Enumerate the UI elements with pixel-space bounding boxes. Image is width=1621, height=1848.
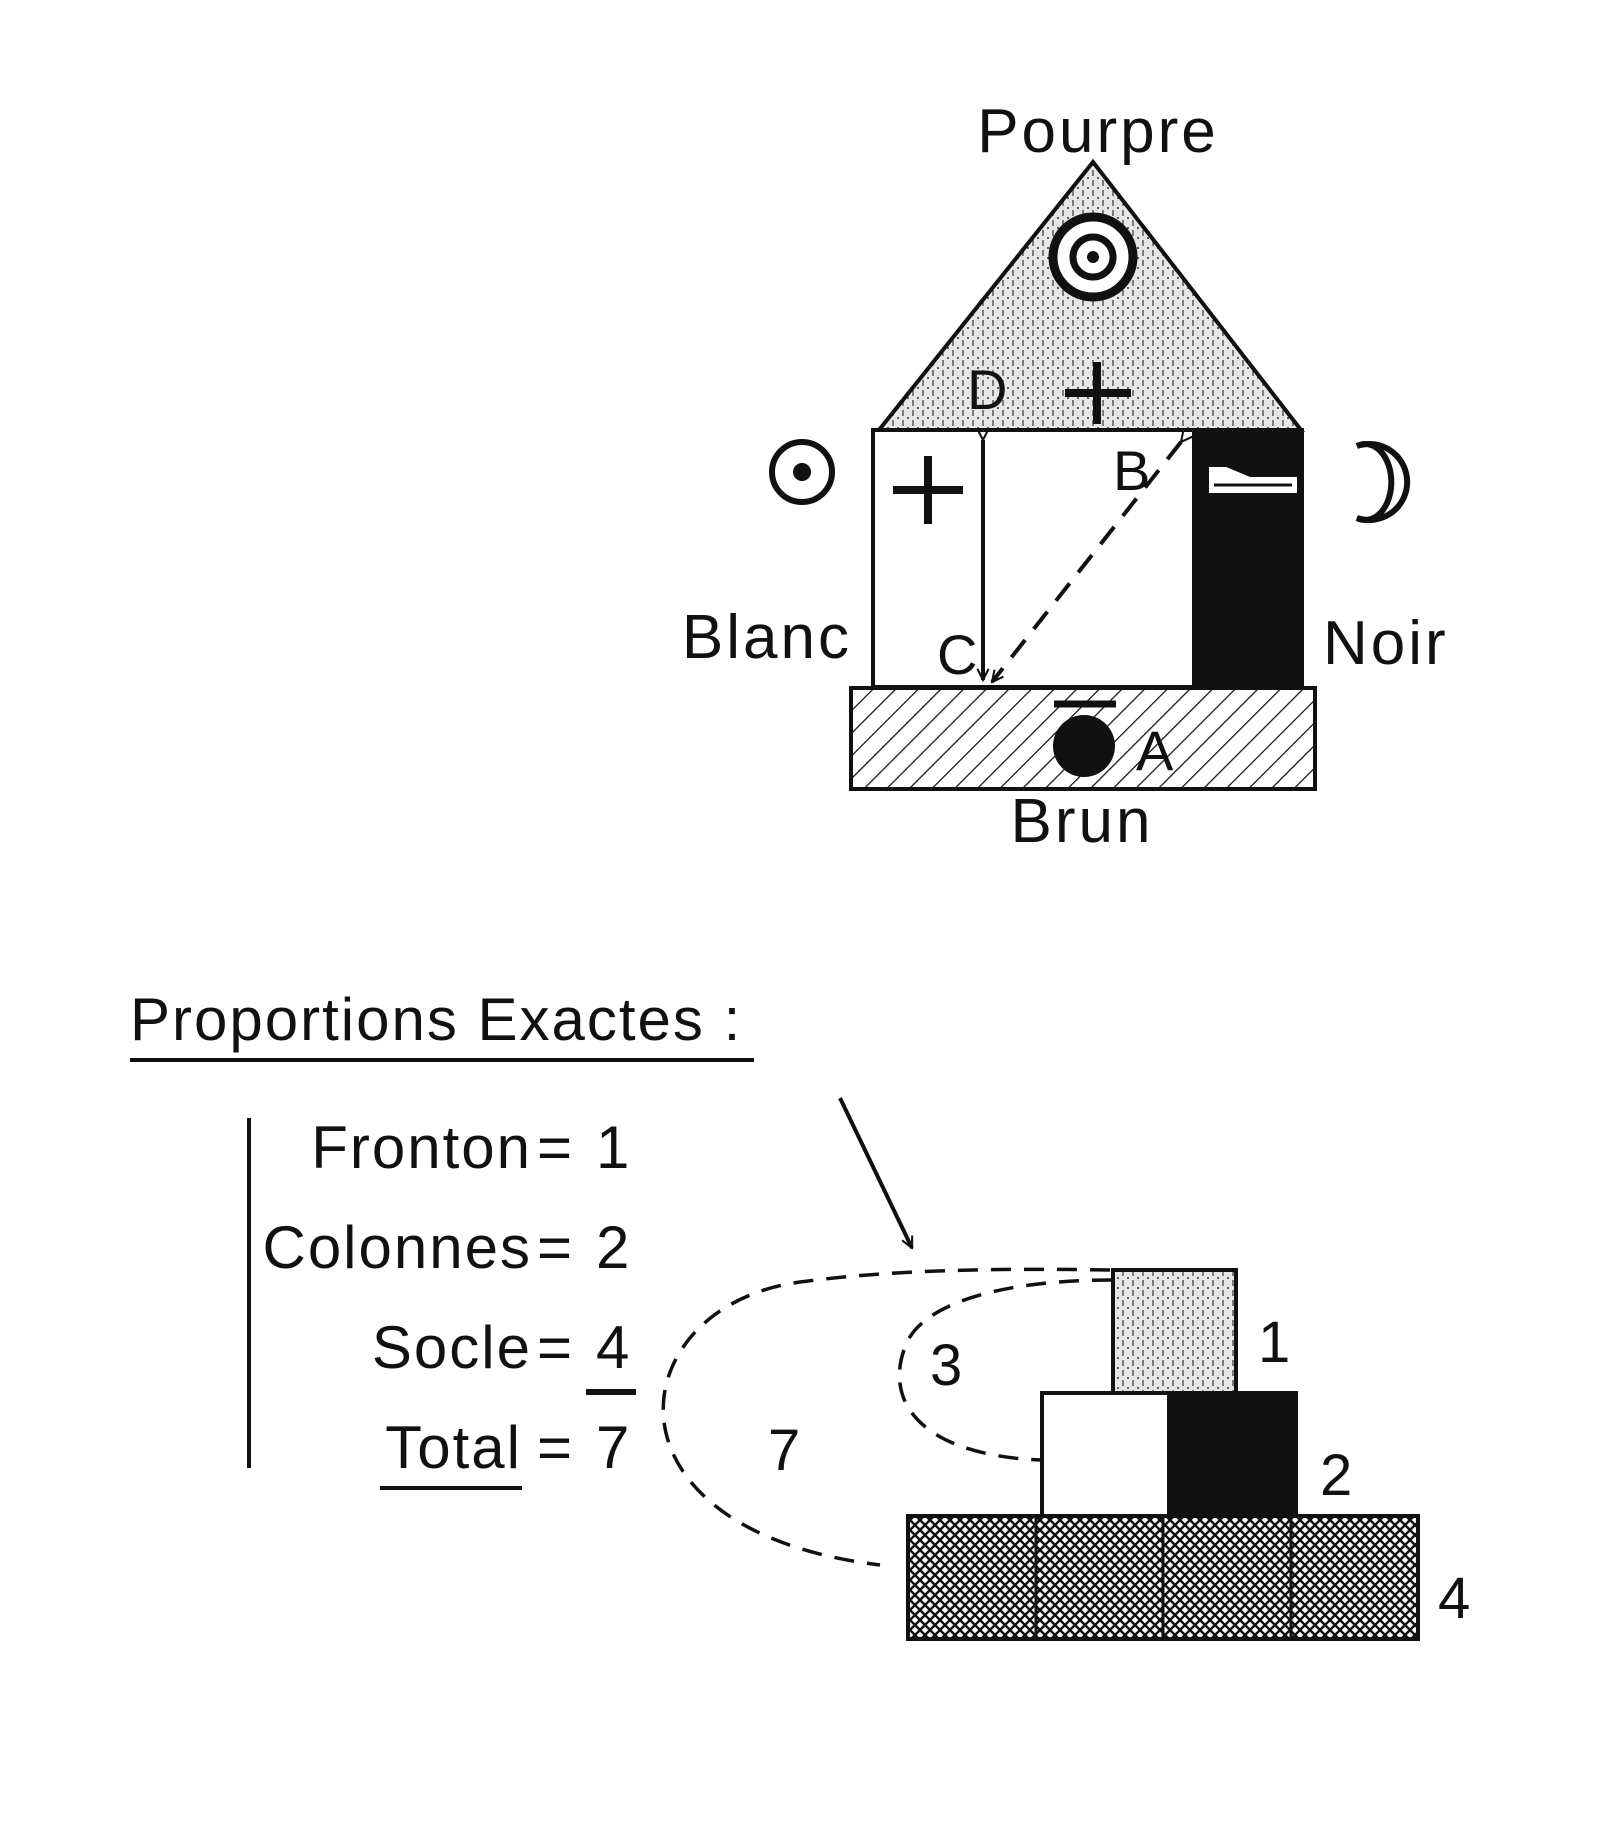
dashed-arrow-b-c bbox=[990, 442, 1181, 682]
proportions-title: Proportions Exactes : bbox=[130, 986, 742, 1053]
sun-circle-icon bbox=[769, 439, 835, 505]
row-value: 2 bbox=[596, 1214, 631, 1281]
temple-diagram: Pourpre Blanc Noir Brun D B C A bbox=[682, 97, 1449, 856]
label-noir: Noir bbox=[1323, 609, 1449, 678]
label-pourpre: Pourpre bbox=[977, 97, 1219, 166]
row-name: Socle bbox=[372, 1314, 532, 1381]
row-fronton: Fronton = 1 bbox=[311, 1114, 631, 1181]
proportions-section: Proportions Exactes : Fronton = 1 Colonn… bbox=[130, 986, 1470, 1641]
row-name: Total bbox=[385, 1414, 522, 1481]
plus-sign-icon bbox=[893, 456, 963, 524]
row-value: 7 bbox=[596, 1414, 631, 1481]
row-equals: = bbox=[537, 1114, 574, 1181]
colonnes-block-label: 2 bbox=[1320, 1443, 1352, 1508]
white-column-block bbox=[1040, 1391, 1171, 1518]
inner-dashed-loop bbox=[897, 1278, 1113, 1462]
outer-dashed-loop bbox=[661, 1267, 1111, 1567]
label-brun: Brun bbox=[1011, 787, 1154, 856]
mercury-sign-icon bbox=[1209, 467, 1297, 493]
point-c: C bbox=[937, 623, 977, 686]
row-socle: Socle = 4 bbox=[372, 1314, 636, 1395]
filled-circle-icon bbox=[1053, 715, 1115, 777]
socle-dividers bbox=[1034, 1516, 1293, 1639]
crescent-moon-icon bbox=[1355, 441, 1411, 523]
row-value: 1 bbox=[596, 1114, 631, 1181]
pointer-arrow bbox=[838, 1097, 914, 1248]
row-colonnes: Colonnes = 2 bbox=[262, 1214, 631, 1281]
concentric-circles-icon bbox=[1048, 212, 1138, 302]
row-name: Fronton bbox=[311, 1114, 532, 1181]
row-name: Colonnes bbox=[262, 1214, 532, 1281]
point-d: D bbox=[967, 358, 1007, 421]
plus-sign-icon bbox=[1065, 362, 1131, 424]
point-b: B bbox=[1113, 439, 1150, 502]
socle-block-label: 4 bbox=[1438, 1566, 1470, 1631]
row-equals: = bbox=[537, 1214, 574, 1281]
point-a: A bbox=[1136, 719, 1174, 782]
row-total: Total = 7 bbox=[380, 1414, 631, 1490]
fronton-block-label: 1 bbox=[1258, 1310, 1290, 1375]
row-value: 4 bbox=[596, 1314, 631, 1381]
row-equals: = bbox=[537, 1314, 574, 1381]
black-column-block bbox=[1167, 1391, 1298, 1518]
inner-loop-label: 3 bbox=[930, 1333, 962, 1398]
label-blanc: Blanc bbox=[682, 603, 852, 672]
outer-loop-label: 7 bbox=[768, 1418, 800, 1483]
fronton-block bbox=[1111, 1268, 1238, 1395]
row-equals: = bbox=[537, 1414, 574, 1481]
